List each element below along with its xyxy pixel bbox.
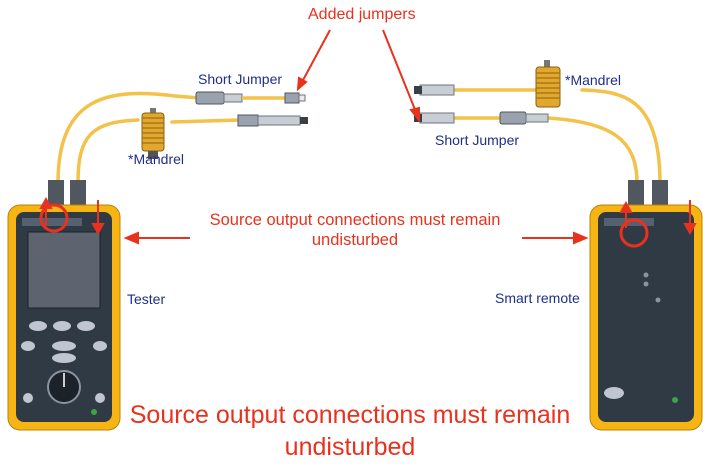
bottom-source-output-note: Source output connections must remain un… [129,401,571,461]
remote-port-highlight [619,218,649,248]
added-jumpers-label: Added jumpers [308,6,416,23]
cable-tester-device [7,180,121,431]
smart-remote-label: Smart remote [495,290,580,306]
arrow-to-right-short-jumper [382,29,417,113]
arrow-to-left-short-jumper [301,29,331,83]
mandrel-left-label: *Mandrel [128,151,185,167]
fiber-cable-left-upper [56,91,202,185]
tester-label: Tester [127,291,166,307]
fiber-cables [56,88,662,185]
short-jumper-right [499,111,549,125]
smart-remote-device [589,180,703,431]
mandrel-coil-right [535,60,561,108]
mandrel-right-label: *Mandrel [565,72,622,88]
annotation-arrows [39,29,697,245]
fiber-cable-right-upper [580,88,662,185]
short-jumper-left [195,91,306,105]
short-jumper-left-label: Short Jumper [198,71,283,87]
source-output-note: Source output connections must remain un… [209,211,501,249]
tester-port-highlight [39,203,69,233]
fiber-cable-left-mandrel-out [170,118,242,124]
fiber-cable-right-lower [546,116,639,185]
short-jumper-right-label: Short Jumper [435,132,520,148]
mandrel-coil-left [141,108,165,159]
fiber-connector-left-mandrel [237,114,308,127]
fiber-cable-left-lower [76,118,140,185]
